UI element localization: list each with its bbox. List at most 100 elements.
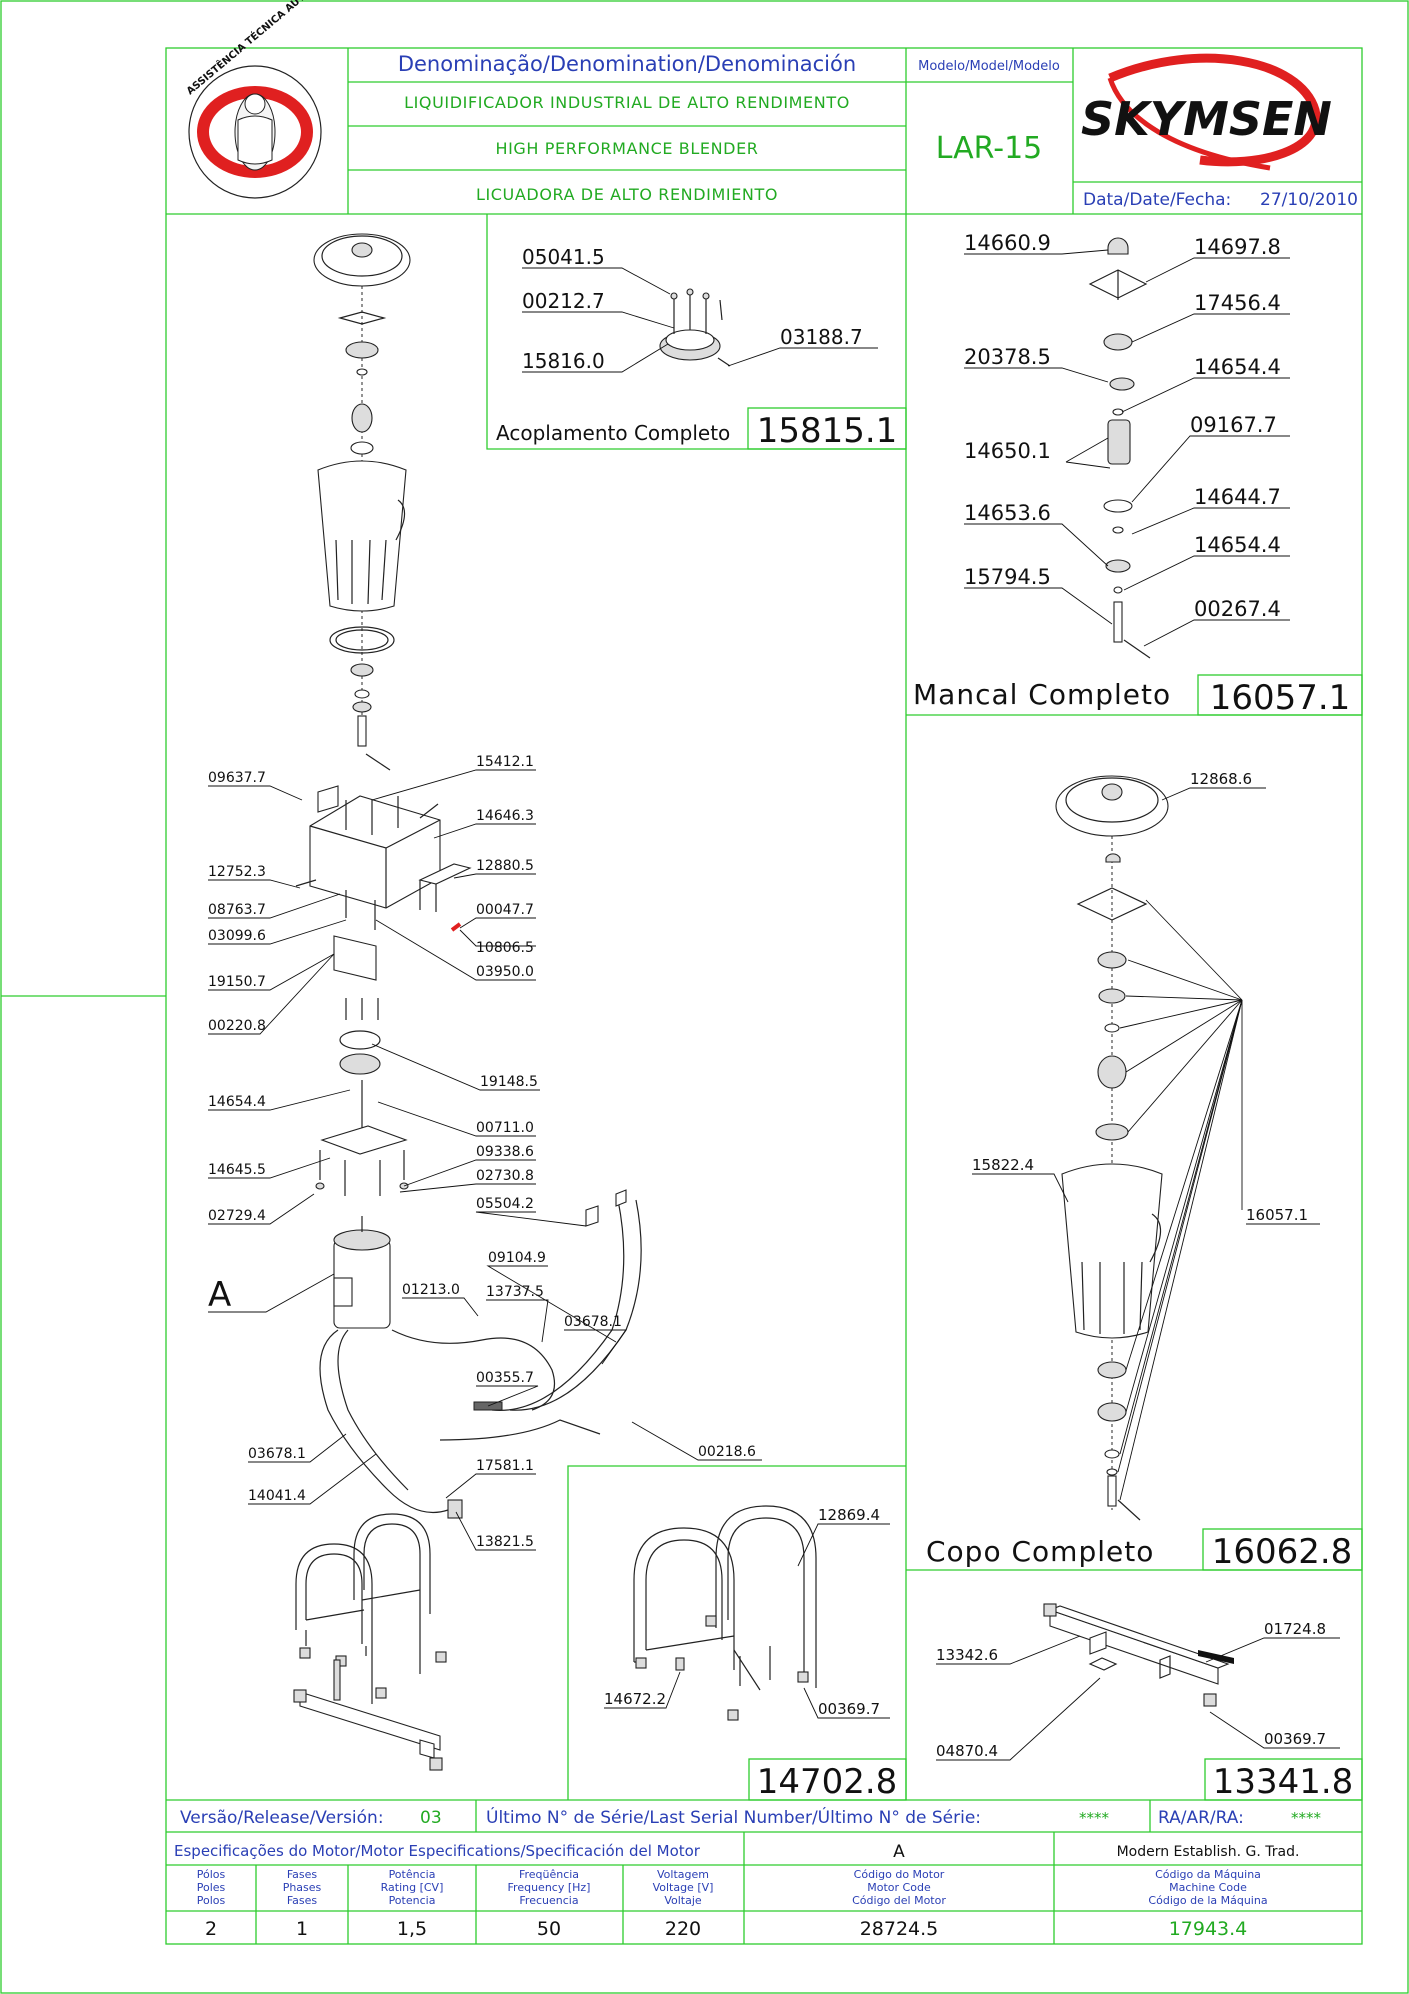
part-label: 14654.4 [1194,355,1281,379]
part-label: 09637.7 [208,770,266,786]
part-label: 05504.2 [476,1196,534,1212]
bearing-part-labels: 14660.9 14697.8 17456.4 20378.5 14654.4 … [964,231,1290,647]
date-value: 27/10/2010 [1260,190,1358,210]
coupling-code: 15815.1 [757,411,898,451]
model-label: Modelo/Model/Modelo [918,59,1060,74]
company-name: Modern Establish. G. Trad. [1117,1844,1300,1860]
bearing-title: Mancal Completo [913,678,1171,711]
col-header: Código do Motor [854,1868,945,1881]
col-header: Rating [CV] [381,1881,444,1894]
part-label: 00711.0 [476,1120,534,1136]
part-label: 19148.5 [480,1074,538,1090]
part-label: 14646.3 [476,808,534,824]
col-value: 1 [296,1918,308,1940]
part-label: 15794.5 [964,565,1051,589]
part-label: 15412.1 [476,754,534,770]
bracket-assembly [1043,1603,1234,1707]
col-header: Motor Code [867,1881,931,1894]
part-label: 12880.5 [476,858,534,874]
authorized-service-seal: ASSISTÊNCIA TÉCNICA AUTORIZADA [184,0,347,199]
col-value: 17943.4 [1169,1918,1248,1940]
part-label: 16057.1 [1246,1206,1308,1224]
part-label: 10806.5 [476,940,534,956]
part-label: 01213.0 [402,1282,460,1298]
col-header: Frecuencia [519,1894,578,1907]
denomination-label: Denominação/Denomination/Denominación [398,52,856,76]
col-value: 1,5 [397,1918,427,1940]
col-header: Código da Máquina [1155,1868,1261,1881]
part-label: 03188.7 [780,325,863,349]
part-label: 15822.4 [972,1156,1034,1174]
main-assembly-drawing [293,233,642,1771]
part-label: 14041.4 [248,1488,306,1504]
ra-label: RA/AR/RA: [1158,1808,1244,1828]
serial-value: **** [1079,1809,1110,1827]
version-label: Versão/Release/Versión: [180,1808,384,1828]
part-label: 00369.7 [1264,1730,1326,1748]
part-label: 14644.7 [1194,485,1281,509]
part-label: 00047.7 [476,902,534,918]
col-header: Machine Code [1169,1881,1247,1894]
col-value: 28724.5 [860,1918,939,1940]
col-header: Pólos [197,1868,226,1881]
part-label: 14660.9 [964,231,1051,255]
ra-value: **** [1291,1809,1322,1827]
part-label: 03678.1 [248,1446,306,1462]
part-label: 03099.6 [208,928,266,944]
col-header: Voltage [V] [653,1881,714,1894]
part-label: 14654.4 [1194,533,1281,557]
date-label: Data/Date/Fecha: [1083,190,1231,210]
coupling-assembly [659,288,731,367]
serial-label: Último N° de Série/Last Serial Number/Úl… [486,1806,981,1828]
part-label: 12869.4 [818,1506,880,1524]
part-label: 04870.4 [936,1742,998,1760]
col-value: 50 [537,1918,561,1940]
part-label: 13737.5 [486,1284,544,1300]
cup-assembly [1055,775,1243,1521]
skymsen-logo: SKYMSEN [1081,53,1332,171]
part-label: 14645.5 [208,1162,266,1178]
part-label: 02729.4 [208,1208,266,1224]
part-label: 09104.9 [488,1250,546,1266]
col-header: Poles [197,1881,226,1894]
model-value: LAR-15 [936,131,1043,166]
stand-assembly [633,1505,817,1721]
part-label: 13821.5 [476,1534,534,1550]
part-label: 14654.4 [208,1094,266,1110]
part-label: 00212.7 [522,289,605,313]
col-header: Polos [197,1894,226,1907]
part-label: 14653.6 [964,501,1051,525]
col-header: Potência [389,1868,436,1881]
bearing-code: 16057.1 [1210,678,1351,718]
part-label: 03678.1 [564,1314,622,1330]
part-label: 14650.1 [964,439,1051,463]
part-label: 14697.8 [1194,235,1281,259]
part-label: 02730.8 [476,1168,534,1184]
part-label: 17581.1 [476,1458,534,1474]
col-header: Freqüência [519,1868,579,1881]
product-name-en: HIGH PERFORMANCE BLENDER [495,139,758,158]
product-name-pt: LIQUIDIFICADOR INDUSTRIAL DE ALTO RENDIM… [404,93,850,112]
part-label: 00220.8 [208,1018,266,1034]
cup-part-labels: 12868.6 15822.4 16057.1 [972,770,1320,1225]
coupling-part-labels: 05041.5 00212.7 15816.0 03188.7 [522,245,878,373]
col-header: Fases [287,1894,318,1907]
motor-reference: A [893,1842,905,1862]
bearing-assembly [1088,237,1151,659]
col-value: 2 [205,1918,217,1940]
part-label: 12868.6 [1190,770,1252,788]
footer-table: Versão/Release/Versión: 03 Último N° de … [174,1806,1322,1940]
part-label: 00267.4 [1194,597,1281,621]
part-label: 00369.7 [818,1700,880,1718]
cup-code: 16062.8 [1212,1532,1353,1572]
main-part-labels: 09637.7 15412.1 14646.3 12752.3 12880.5 … [208,754,762,1551]
col-header: Voltaje [664,1894,702,1907]
col-header: Código de la Máquina [1148,1894,1267,1907]
stand-code: 14702.8 [757,1762,898,1802]
svg-text:SKYMSEN: SKYMSEN [1081,92,1332,146]
version-value: 03 [420,1808,442,1828]
col-header: Frequency [Hz] [508,1881,591,1894]
cup-title: Copo Completo [926,1535,1154,1568]
part-label: 08763.7 [208,902,266,918]
